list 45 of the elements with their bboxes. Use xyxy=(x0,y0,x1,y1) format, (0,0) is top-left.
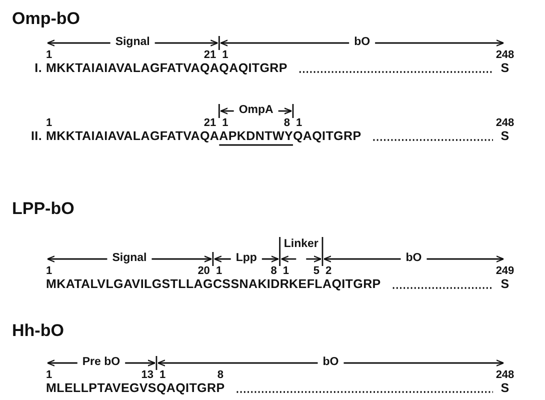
residue-number: 2 xyxy=(325,266,332,277)
row-numeral: II. xyxy=(30,130,42,142)
residue-number: 1 xyxy=(159,370,166,381)
residue-number: 1 xyxy=(222,118,228,129)
residue-number: 1 xyxy=(216,266,222,277)
terminal-residue: S xyxy=(500,278,510,290)
terminal-residue: S xyxy=(500,130,510,142)
residue-number: 248 xyxy=(496,370,514,381)
terminal-residue: S xyxy=(500,62,510,74)
residue-number: 8 xyxy=(284,118,290,129)
residue-number: 8 xyxy=(270,266,277,277)
residue-number: 20 xyxy=(198,266,210,277)
residue-number: 21 xyxy=(204,118,216,129)
residue-number: 13 xyxy=(141,370,154,381)
residue-number: 1 xyxy=(222,50,228,61)
residue-number: 248 xyxy=(496,50,514,61)
amino-acid-sequence: MKKTAIAIAVALAGFATVAQAQAQITGRP xyxy=(46,62,288,74)
amino-acid-sequence: MLELLPTAVEGVSQAQITGRP xyxy=(46,382,225,394)
amino-acid-sequence: MKATALVLGAVILGSTLLAGCSSNAKIDRKEFLAQITGRP xyxy=(46,278,381,290)
dimension-label: Signal xyxy=(112,253,147,264)
residue-number: 1 xyxy=(296,118,302,129)
residue-number: 1 xyxy=(46,266,52,277)
residue-number: 5 xyxy=(313,266,320,277)
row-numeral: I. xyxy=(34,62,42,74)
residue-number: 1 xyxy=(282,266,289,277)
dimension-label: Linker xyxy=(284,239,318,250)
dimension-label: OmpA xyxy=(238,105,274,116)
residue-number: 1 xyxy=(46,118,52,129)
dimension-label: Signal xyxy=(115,37,150,48)
residue-number: 8 xyxy=(217,370,224,381)
section-heading: LPP-bO xyxy=(12,200,74,217)
dimension-label: bO xyxy=(322,357,339,368)
residue-number: 21 xyxy=(204,50,216,61)
terminal-residue: S xyxy=(500,382,510,394)
dimension-label: Pre bO xyxy=(82,357,120,368)
section-heading: Omp-bO xyxy=(12,10,80,27)
dimension-label: Lpp xyxy=(236,253,257,264)
residue-number: 1 xyxy=(46,370,52,381)
amino-acid-sequence: MKKTAIAIAVALAGFATVAQAAPKDNTWYQAQITGRP xyxy=(46,130,362,142)
residue-number: 248 xyxy=(496,118,514,129)
section-heading: Hh-bO xyxy=(12,322,64,339)
residue-number: 1 xyxy=(46,50,52,61)
dimension-label: bO xyxy=(406,253,422,264)
dimension-label: bO xyxy=(354,37,370,48)
residue-number: 249 xyxy=(496,266,514,277)
